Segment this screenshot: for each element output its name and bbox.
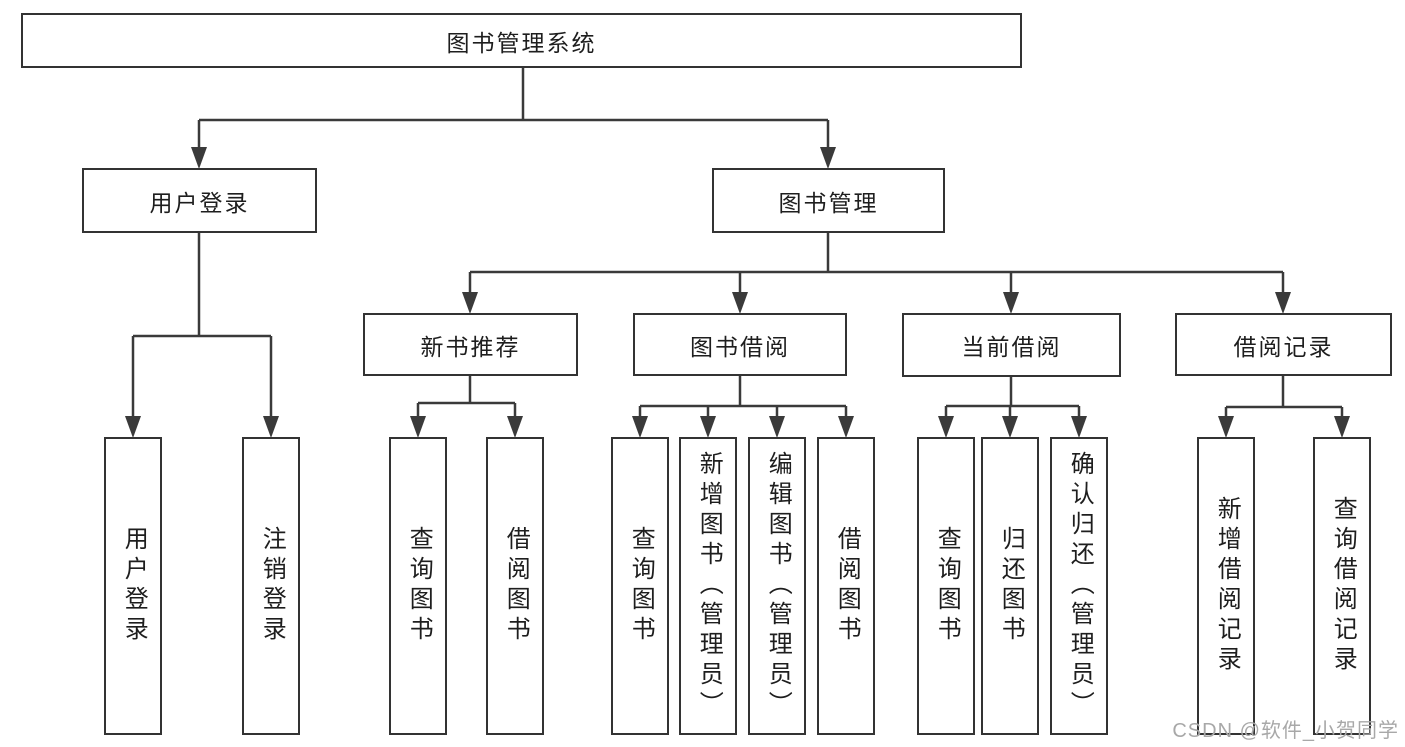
leaf-current-query-books-label: 查询图书 (933, 526, 961, 646)
node-borrow-records: 借阅记录 (1175, 313, 1392, 376)
leaf-records-query-record: 查询借阅记录 (1313, 437, 1371, 735)
leaf-current-return-book-label: 归还图书 (997, 526, 1025, 646)
leaf-current-confirm-return-admin-label: 确认归还（管理员） (1066, 451, 1094, 721)
connector-book-management-to-level3 (462, 233, 1291, 314)
root-node: 图书管理系统 (21, 13, 1022, 68)
connector-book-borrow-to-leaves (632, 376, 854, 438)
node-book-borrow: 图书借阅 (633, 313, 847, 376)
connector-current-borrow-to-leaves (938, 377, 1087, 438)
leaf-recommend-query-books-label: 查询图书 (405, 526, 433, 646)
connector-borrow-records-to-leaves (1218, 376, 1350, 438)
leaf-records-query-record-label: 查询借阅记录 (1329, 496, 1357, 676)
leaf-borrow-borrow-book: 借阅图书 (817, 437, 875, 735)
connector-user-login-to-leaves (125, 233, 279, 438)
leaf-recommend-query-books: 查询图书 (389, 437, 447, 735)
leaf-borrow-borrow-book-label: 借阅图书 (833, 526, 861, 646)
connector-new-book-recommend-to-leaves (410, 376, 523, 438)
leaf-borrow-add-book-admin: 新增图书（管理员） (679, 437, 737, 735)
node-book-management: 图书管理 (712, 168, 945, 233)
node-user-login: 用户登录 (82, 168, 317, 233)
leaf-borrow-edit-book-admin: 编辑图书（管理员） (748, 437, 806, 735)
leaf-borrow-add-book-admin-label: 新增图书（管理员） (695, 451, 723, 721)
leaf-records-add-record: 新增借阅记录 (1197, 437, 1255, 735)
leaf-logout-label: 注销登录 (258, 526, 286, 646)
node-new-book-recommend: 新书推荐 (363, 313, 578, 376)
leaf-current-confirm-return-admin: 确认归还（管理员） (1050, 437, 1108, 735)
leaf-records-add-record-label: 新增借阅记录 (1213, 496, 1241, 676)
leaf-user-login: 用户登录 (104, 437, 162, 735)
watermark: CSDN @软件_小贺同学 (1172, 720, 1399, 742)
connector-root-to-level2 (191, 68, 836, 169)
leaf-borrow-edit-book-admin-label: 编辑图书（管理员） (764, 451, 792, 721)
leaf-recommend-borrow-book-label: 借阅图书 (502, 526, 530, 646)
node-current-borrow: 当前借阅 (902, 313, 1121, 377)
leaf-user-login-label: 用户登录 (120, 526, 148, 646)
leaf-logout: 注销登录 (242, 437, 300, 735)
leaf-recommend-borrow-book: 借阅图书 (486, 437, 544, 735)
leaf-current-query-books: 查询图书 (917, 437, 975, 735)
leaf-borrow-query-books-label: 查询图书 (627, 526, 655, 646)
leaf-current-return-book: 归还图书 (981, 437, 1039, 735)
leaf-borrow-query-books: 查询图书 (611, 437, 669, 735)
